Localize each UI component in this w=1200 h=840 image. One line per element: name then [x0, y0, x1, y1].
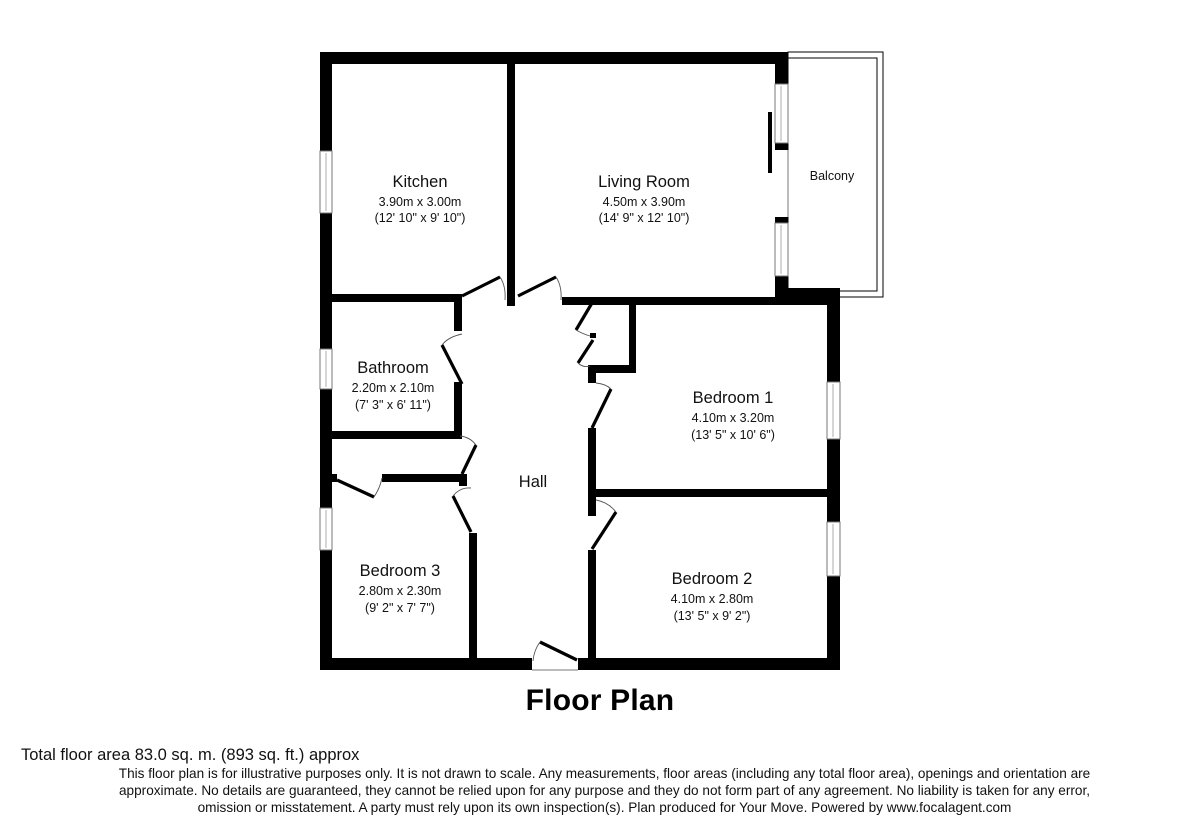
total-floor-area: Total floor area 83.0 sq. m. (893 sq. ft… [21, 746, 360, 764]
room-imperial: (12' 10" x 9' 10") [375, 211, 466, 225]
room-metric: 3.90m x 3.00m [379, 195, 462, 209]
plan-title: Floor Plan [525, 684, 675, 717]
room-name: Kitchen [392, 173, 447, 191]
disclaimer-line: This floor plan is for illustrative purp… [118, 766, 1091, 781]
room-metric: 4.10m x 2.80m [671, 592, 754, 606]
room-kitchen: Kitchen 3.90m x 3.00m (12' 10" x 9' 10") [375, 173, 466, 225]
room-metric: 2.80m x 2.30m [359, 584, 442, 598]
room-bedroom-2: Bedroom 2 4.10m x 2.80m (13' 5" x 9' 2") [671, 570, 754, 623]
room-name: Bedroom 2 [672, 570, 753, 588]
room-bathroom: Bathroom 2.20m x 2.10m (7' 3" x 6' 11") [352, 359, 435, 412]
room-name: Living Room [598, 173, 690, 191]
room-metric: 2.20m x 2.10m [352, 381, 435, 395]
disclaimer: This floor plan is for illustrative purp… [22, 765, 1187, 816]
room-metric: 4.50m x 3.90m [603, 195, 686, 209]
room-imperial: (9' 2" x 7' 7") [365, 601, 435, 615]
floor-plan-drawing: Kitchen 3.90m x 3.00m (12' 10" x 9' 10")… [319, 51, 884, 671]
room-name: Bedroom 3 [360, 562, 441, 580]
room-imperial: (13' 5" x 10' 6") [691, 428, 775, 442]
room-living-room: Living Room 4.50m x 3.90m (14' 9" x 12' … [598, 173, 690, 225]
room-imperial: (13' 5" x 9' 2") [674, 609, 751, 623]
room-bedroom-3: Bedroom 3 2.80m x 2.30m (9' 2" x 7' 7") [359, 562, 442, 615]
room-hall: Hall [519, 473, 547, 491]
disclaimer-line: approximate. No details are guaranteed, … [118, 783, 1090, 798]
room-bedroom-1: Bedroom 1 4.10m x 3.20m (13' 5" x 10' 6"… [691, 389, 775, 442]
room-imperial: (7' 3" x 6' 11") [355, 398, 431, 412]
room-balcony: Balcony [810, 169, 855, 183]
inner-walls [332, 64, 827, 660]
room-name: Bedroom 1 [693, 389, 774, 407]
windows [319, 83, 841, 577]
disclaimer-line: omission or misstatement. A party must r… [197, 800, 1012, 815]
room-name: Balcony [810, 169, 855, 183]
doors [336, 275, 618, 671]
room-name: Hall [519, 473, 547, 491]
room-imperial: (14' 9" x 12' 10") [599, 211, 690, 225]
room-name: Bathroom [357, 359, 429, 377]
room-metric: 4.10m x 3.20m [692, 411, 775, 425]
